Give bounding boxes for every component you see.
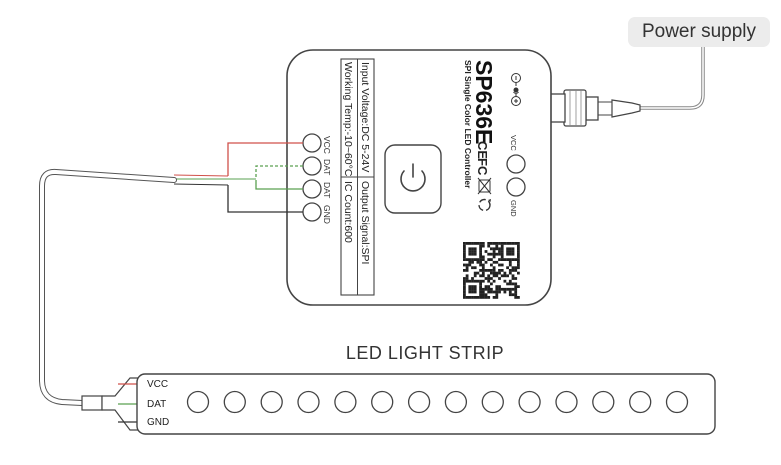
vcc-wire: [227, 142, 303, 176]
left-terminal-block: [302, 133, 322, 222]
recycle-icon: [478, 198, 491, 212]
spec-working-temp: Working Temp:-10~60°C: [342, 62, 354, 177]
spec-panel: [340, 58, 375, 296]
right-terminal-block: [506, 154, 526, 197]
led-row: [186, 390, 689, 414]
led-9: [481, 390, 504, 414]
terminal-label-gnd: GND: [322, 205, 332, 224]
spec-ic-count: IC Count:600: [342, 181, 354, 243]
wee-bin-icon: [477, 177, 492, 195]
terminal-gnd: [302, 202, 322, 222]
certification-marks-icon: CE FC: [475, 141, 492, 212]
polarity-icon: [511, 73, 521, 106]
led-strip-title: LED LIGHT STRIP: [345, 343, 505, 363]
spec-input-voltage: Input Voltage:DC 5-24V: [359, 62, 371, 172]
power-button-icon: [384, 144, 442, 214]
led-2: [223, 390, 246, 414]
qr-code-icon: [463, 242, 520, 299]
controller-model: SP636E: [471, 60, 497, 144]
dat-wire: [255, 180, 303, 190]
dc-plug-icon: [544, 89, 641, 127]
led-10: [518, 390, 541, 414]
strip-pin-gnd: GND: [147, 417, 169, 428]
strip-cable: [39, 168, 177, 411]
led-11: [555, 390, 578, 414]
controller-wires: [173, 142, 303, 213]
terminal-label-vcc: VCC: [322, 136, 332, 154]
led-7: [407, 390, 431, 414]
gnd-wire: [227, 185, 303, 213]
controller-subtitle: SPI Single Color LED Controller: [463, 60, 473, 189]
led-12: [592, 390, 615, 414]
power-terminal-vcc: [506, 154, 526, 174]
power-terminal-label-gnd: GND: [509, 200, 518, 217]
ce-mark: CE: [475, 141, 490, 159]
led-1: [186, 390, 210, 414]
terminal-label-dat: DAT: [322, 159, 332, 175]
power-supply-cable: [640, 47, 705, 110]
power-supply-cable-core: [640, 47, 704, 109]
strip-pin-dat: DAT: [147, 399, 166, 410]
terminal-label-dat-2: DAT: [322, 182, 332, 198]
led-13: [629, 390, 652, 414]
power-supply-label: Power supply: [628, 17, 770, 47]
power-terminal-label-vcc: VCC: [509, 135, 518, 151]
led-5: [334, 390, 357, 414]
dat-jumper-wire: [255, 165, 303, 178]
led-8: [444, 390, 468, 414]
terminal-dat: [302, 156, 322, 176]
fc-mark: FC: [475, 158, 490, 176]
terminal-vcc: [302, 133, 322, 153]
led-6: [371, 390, 394, 414]
strip-pin-vcc: VCC: [147, 379, 168, 390]
led-3: [260, 390, 283, 414]
led-14: [665, 390, 689, 414]
terminal-dat-2: [302, 179, 322, 199]
power-terminal-gnd: [506, 177, 526, 197]
led-4: [297, 390, 320, 414]
spec-output-signal: Output Signal:SPI: [359, 181, 371, 264]
